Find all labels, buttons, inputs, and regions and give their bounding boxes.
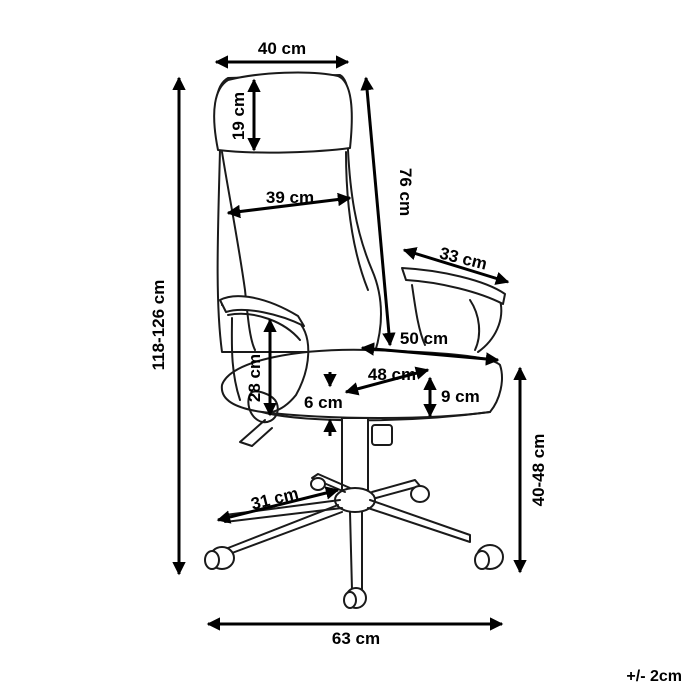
label-headrest-height: 19 cm (229, 92, 248, 140)
dim-leg-length-line (216, 486, 340, 524)
label-armrest-gap: 6 cm (304, 393, 343, 412)
tolerance-note: +/- 2cm (626, 668, 682, 685)
label-backrest-mid-width: 39 cm (266, 188, 314, 207)
chair-outline (204, 71, 506, 609)
right-armrest-pad (401, 267, 506, 305)
base-leg-back-right (371, 479, 421, 499)
label-seat-depth: 48 cm (368, 365, 416, 384)
label-seat-width: 50 cm (400, 329, 448, 348)
lever (371, 424, 393, 446)
dimension-lines (172, 55, 527, 631)
label-backrest-width: 40 cm (258, 39, 306, 58)
dim-backrest-mid-width-line (226, 192, 352, 219)
label-total-height: 118-126 cm (149, 280, 168, 371)
base-leg-back-left (311, 473, 351, 493)
gas-lift-cover (341, 417, 369, 491)
dim-armrest-length-line (402, 247, 510, 285)
dim-backrest-height-line (360, 76, 396, 347)
label-seat-thickness: 9 cm (441, 387, 480, 406)
label-backrest-height: 76 cm (396, 168, 415, 216)
dim-seat-width-line (360, 342, 500, 366)
label-seat-height: 40-48 cm (529, 434, 548, 507)
casters (204, 477, 504, 609)
dim-seat-depth-line (344, 366, 430, 396)
base-leg-front-right (367, 499, 471, 543)
label-base-width: 63 cm (332, 629, 380, 648)
label-armrest-height: 28 cm (245, 354, 264, 402)
left-armrest-pad (219, 295, 305, 327)
base-leg-front (349, 511, 363, 591)
tilt-handle (239, 419, 273, 447)
